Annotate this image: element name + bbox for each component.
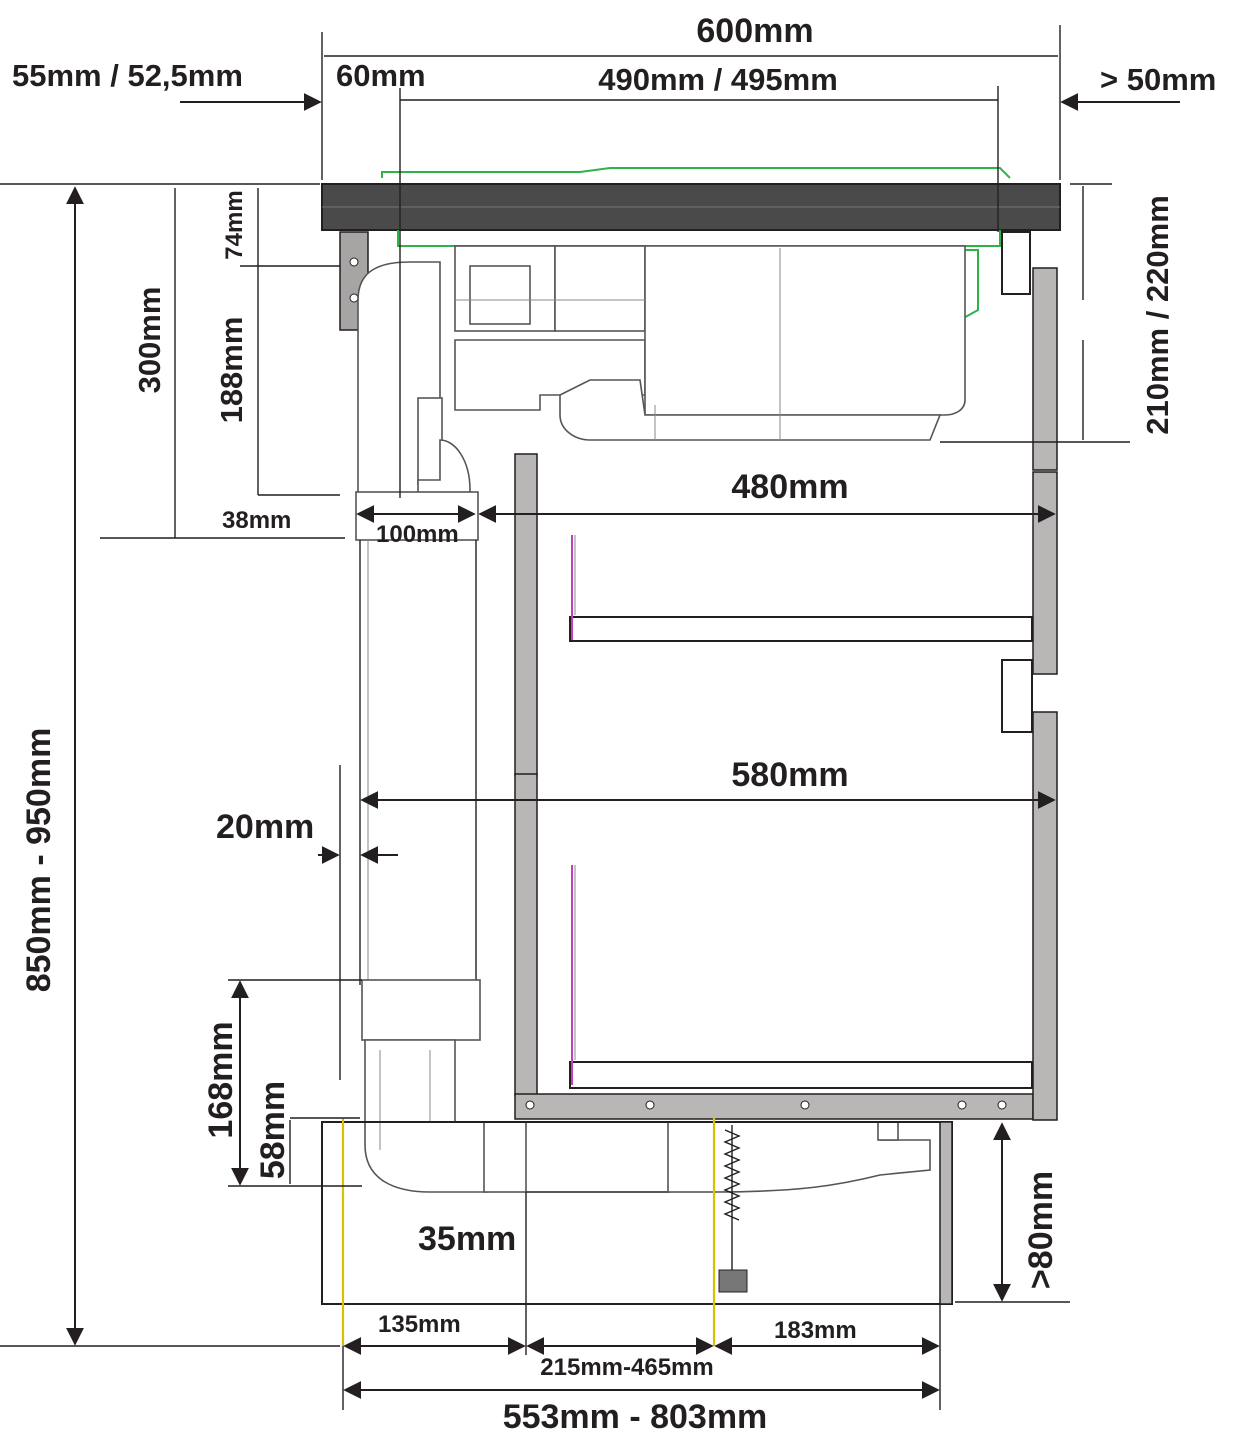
label-580: 580mm — [731, 756, 848, 794]
label-168: 168mm — [202, 1021, 240, 1138]
dimension-lines — [0, 25, 1180, 1410]
label-600: 600mm — [696, 12, 813, 50]
plinth — [321, 1118, 953, 1346]
hob-body — [357, 245, 966, 501]
label-55: 55mm / 52,5mm — [12, 58, 243, 93]
label-210: 210mm / 220mm — [1140, 195, 1175, 435]
label-490: 490mm / 495mm — [598, 62, 838, 97]
label-188: 188mm — [214, 317, 249, 424]
label-60: 60mm — [336, 58, 426, 93]
label-480: 480mm — [731, 468, 848, 506]
label-58: 58mm — [254, 1081, 292, 1179]
label-300: 300mm — [132, 287, 167, 394]
label-74: 74mm — [221, 190, 248, 259]
dimension-labels: 600mm 55mm / 52,5mm 60mm 490mm / 495mm >… — [12, 12, 1216, 1436]
cabinet-side — [514, 453, 1034, 1120]
plinth-duct — [483, 1121, 931, 1193]
label-135: 135mm — [378, 1311, 461, 1338]
front-panel — [1001, 231, 1058, 1121]
label-80: >80mm — [1022, 1171, 1060, 1289]
worktop — [321, 183, 1061, 231]
label-215: 215mm-465mm — [540, 1354, 713, 1381]
vertical-duct — [355, 439, 489, 1193]
label-20: 20mm — [216, 808, 314, 846]
label-50: > 50mm — [1100, 62, 1216, 97]
label-553: 553mm - 803mm — [503, 1398, 768, 1436]
label-183: 183mm — [774, 1317, 857, 1344]
label-35: 35mm — [418, 1220, 516, 1258]
label-850: 850mm - 950mm — [20, 728, 58, 993]
drawers — [569, 535, 1033, 1089]
label-100: 100mm — [376, 521, 459, 548]
label-38: 38mm — [222, 507, 291, 534]
